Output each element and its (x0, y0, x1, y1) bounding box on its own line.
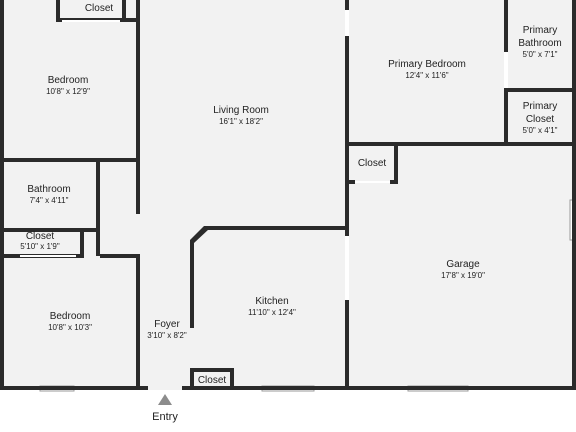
entry-arrow-icon (158, 394, 172, 405)
room-dims-foyer: 3'10" x 8'2" (147, 331, 187, 340)
door-primary-bedroom (345, 10, 349, 36)
room-label-primary-closet-2: Closet (526, 114, 555, 125)
room-label-bathroom: Bathroom (27, 184, 70, 195)
room-label-primary-bathroom-1: Primary (523, 25, 557, 36)
room-dims-primary-bedroom: 12'4" x 11'6" (405, 71, 448, 80)
room-label-primary-closet-1: Primary (523, 101, 557, 112)
door-closet-garage (355, 181, 390, 183)
room-dims-garage: 17'8" x 19'0" (441, 271, 485, 280)
door-closet-top (62, 20, 120, 22)
room-dims-bedroom-top: 10'8" x 12'9" (46, 87, 90, 96)
room-label-primary-bedroom: Primary Bedroom (388, 59, 466, 70)
room-dims-bedroom-bottom: 10'8" x 10'3" (48, 323, 92, 332)
room-label-foyer: Foyer (154, 319, 180, 330)
room-label-garage: Garage (446, 259, 480, 270)
room-dims-living-room: 16'1" x 18'2" (219, 117, 263, 126)
room-label-closet-garage: Closet (358, 158, 387, 169)
room-dims-bathroom: 7'4" x 4'11" (30, 196, 69, 205)
entry-label: Entry (152, 411, 178, 423)
room-label-closet-kitchen: Closet (198, 375, 227, 386)
walls (0, 0, 576, 390)
room-label-kitchen: Kitchen (255, 296, 288, 307)
room-label-closet-left: Closet (26, 231, 55, 242)
door-closet-left (20, 255, 76, 257)
room-label-primary-bathroom-2: Bathroom (518, 38, 561, 49)
room-dims-closet-left: 5'10" x 1'9" (20, 242, 60, 251)
door-garage (345, 236, 349, 300)
room-label-bedroom-bottom: Bedroom (50, 311, 91, 322)
door-primary-bath (504, 52, 508, 88)
room-dims-primary-closet: 5'0" x 4'1" (523, 126, 558, 135)
room-label-closet-top: Closet (85, 3, 114, 14)
room-dims-primary-bathroom: 5'0" x 7'1" (523, 50, 558, 59)
room-label-living-room: Living Room (213, 105, 269, 116)
room-label-bedroom-top: Bedroom (48, 75, 89, 86)
room-dims-kitchen: 11'10" x 12'4" (248, 308, 296, 317)
